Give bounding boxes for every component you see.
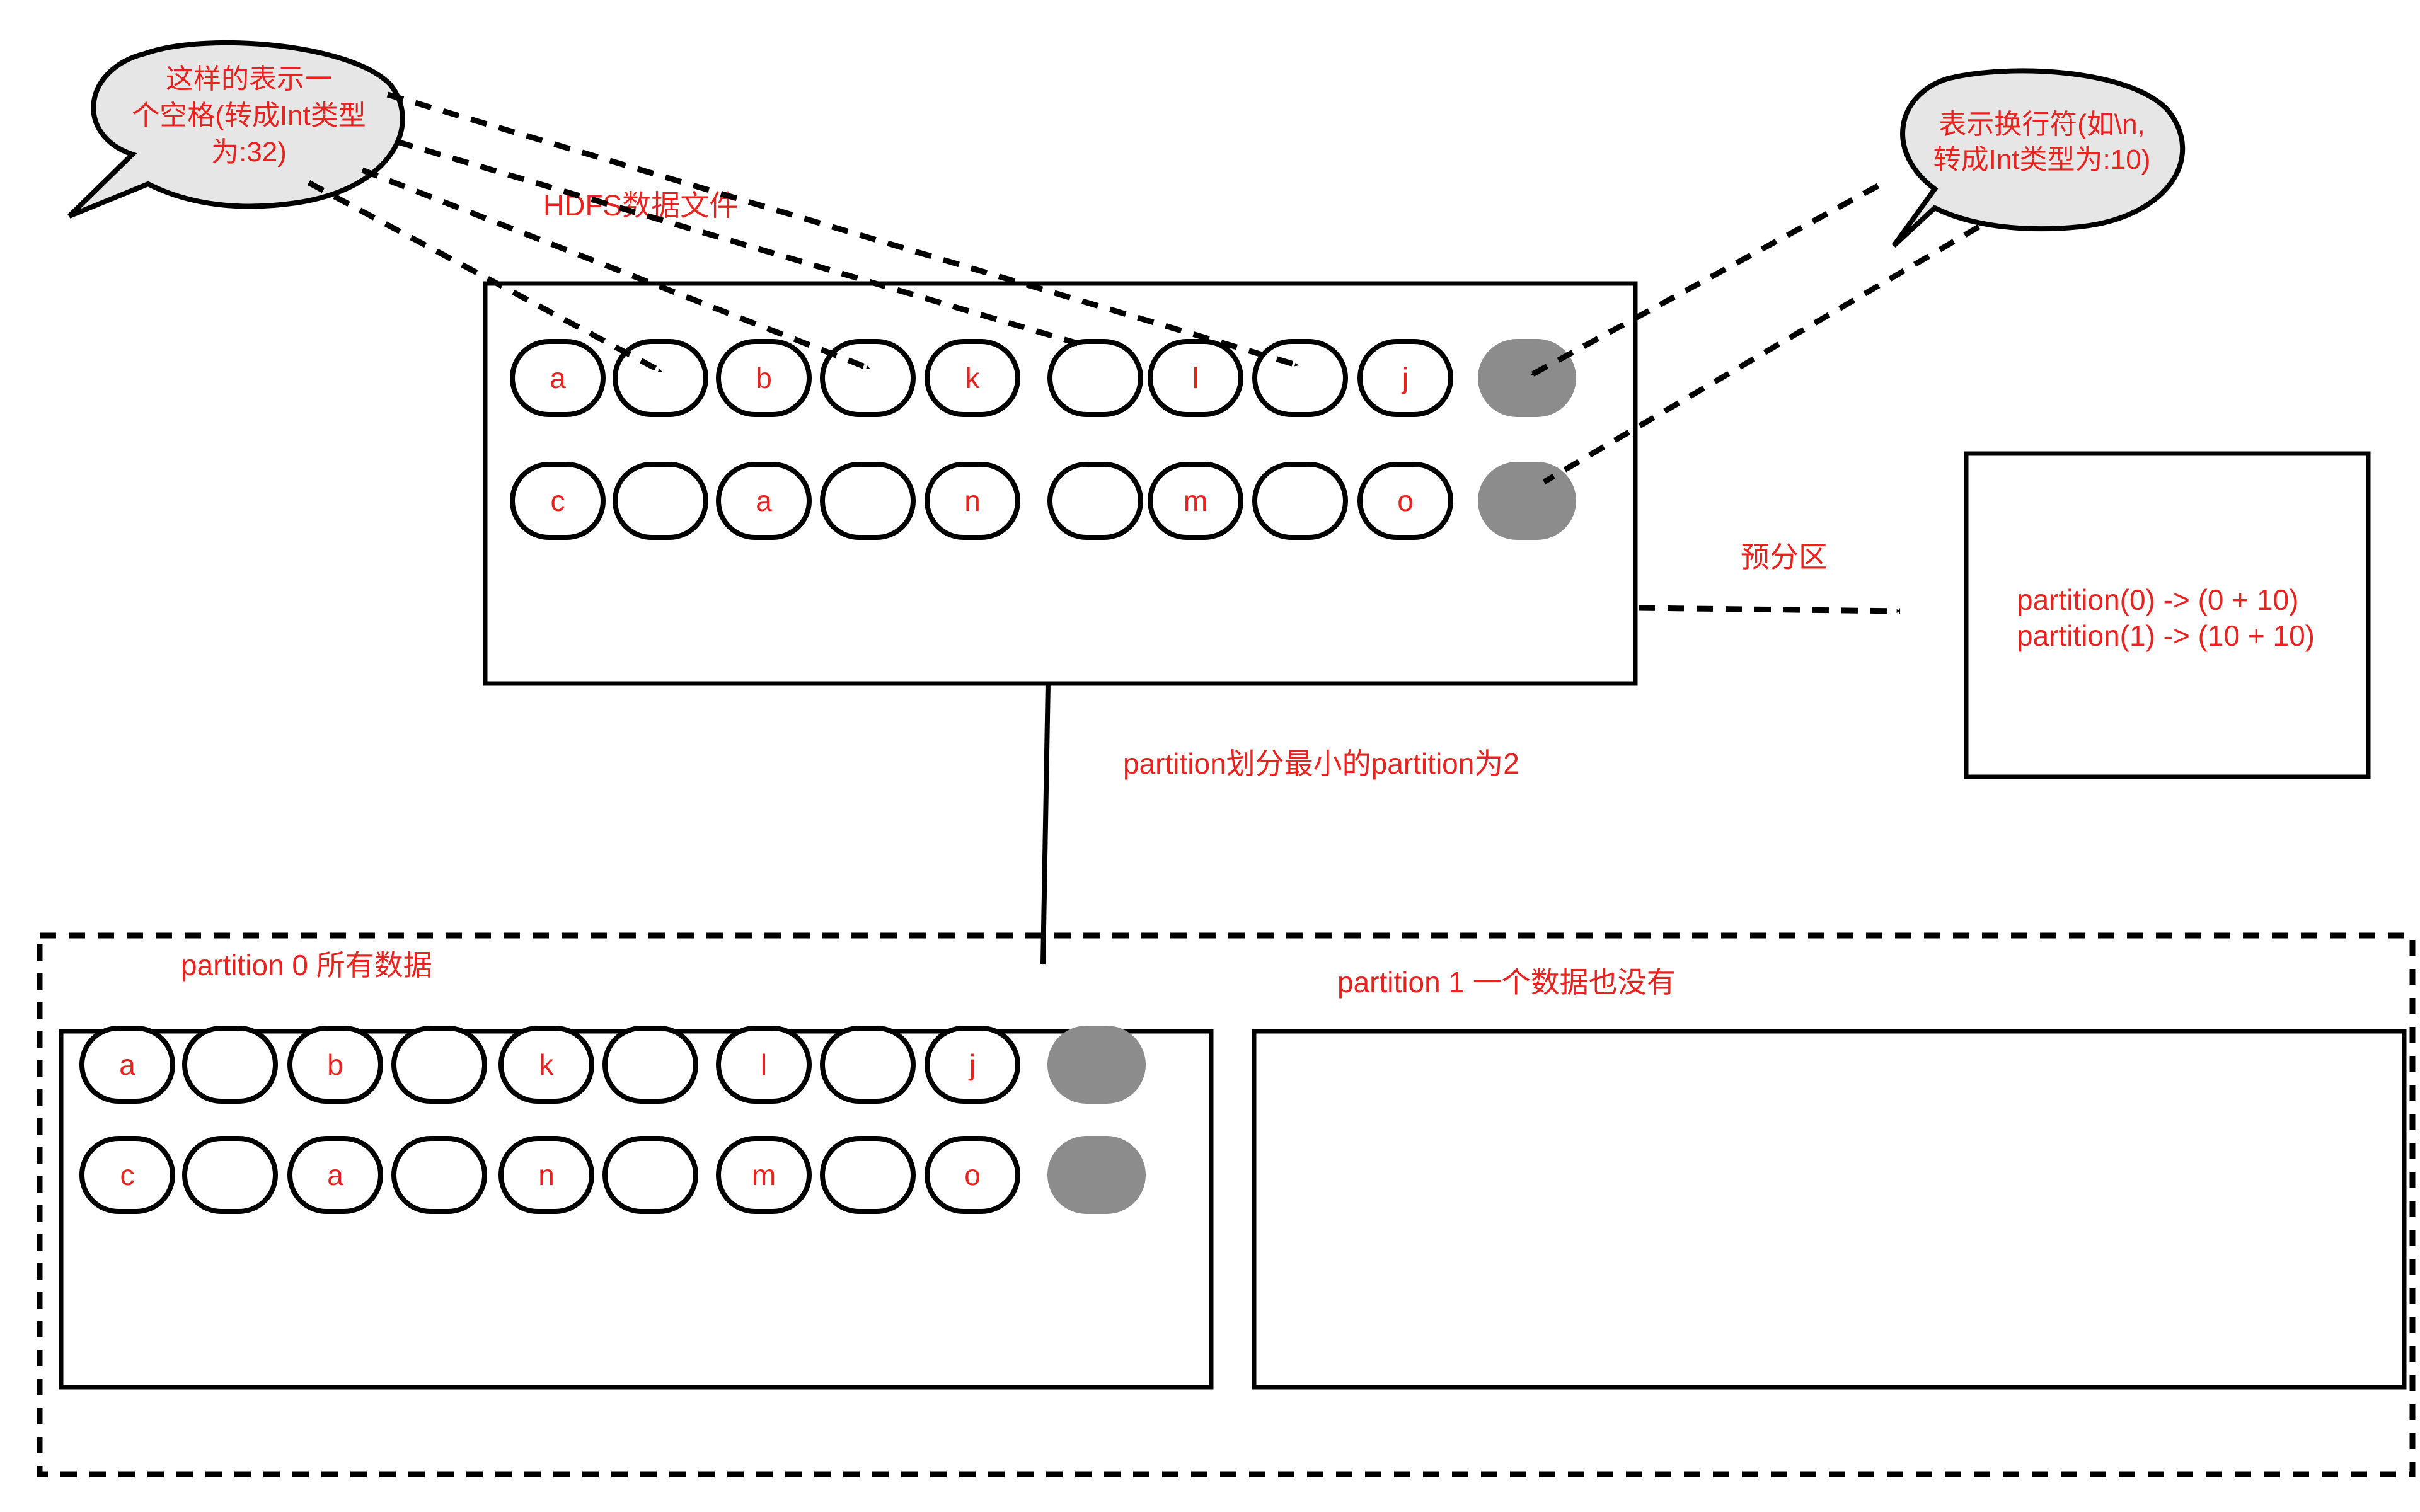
hdfs-char-cell: [510, 462, 606, 540]
partition-rule-label: partition划分最小的partition为2: [1123, 747, 1519, 780]
hdfs-newline-cell: [1478, 339, 1576, 417]
partition0-char-label: b: [327, 1048, 343, 1081]
space-arrow-2: [361, 167, 871, 372]
hdfs-space-cell: [613, 339, 708, 417]
partition0-char-label: j: [968, 1048, 976, 1081]
partition0-newline-cell: [1047, 1026, 1146, 1104]
partition0-space-cell: [820, 1136, 916, 1214]
partition0-char-cell: [79, 1136, 175, 1214]
hdfs-space-cell: [1252, 339, 1348, 417]
hdfs-file-box: [483, 281, 1638, 686]
hdfs-char-label: n: [964, 484, 981, 517]
space-callout-bubble: [67, 40, 405, 219]
hdfs-char-label: m: [1184, 484, 1207, 517]
space-arrow-4: [386, 91, 1299, 369]
partition-range-line-1: partition(1) -> (10 + 10): [2017, 619, 2315, 652]
hdfs-space-cell: [1047, 339, 1143, 417]
newline-callout-line-1: 转成Int类型为:10): [1933, 144, 2151, 175]
partition0-char-label: k: [539, 1048, 555, 1081]
hdfs-space-cell: [1252, 462, 1348, 540]
partition1-box: [1252, 1029, 2407, 1390]
newline-arrow-1: [1530, 183, 1880, 377]
hdfs-space-cell: [820, 462, 916, 540]
partition0-space-cell: [391, 1136, 487, 1214]
partition0-char-cell: [925, 1136, 1020, 1214]
hdfs-char-cell: [510, 339, 606, 417]
partition0-label: partition 0 所有数据: [181, 949, 432, 982]
partition0-char-label: c: [120, 1159, 135, 1191]
partition0-char-label: a: [327, 1159, 343, 1191]
partitions-container: [37, 932, 2416, 1477]
partition0-space-cell: [391, 1026, 487, 1104]
newline-callout-bubble: [1891, 68, 2186, 248]
partition0-char-cell: [498, 1136, 594, 1214]
hdfs-char-cell: [925, 339, 1020, 417]
partition0-space-cell: [602, 1026, 698, 1104]
partition0-char-cell: [716, 1026, 812, 1104]
partition-range-box: [1964, 451, 2371, 779]
partition0-char-label: l: [761, 1048, 767, 1081]
partition0-char-label: o: [964, 1159, 981, 1191]
space-arrow-3: [396, 139, 1079, 346]
hdfs-space-cell: [613, 462, 708, 540]
hdfs-space-cell: [820, 339, 916, 417]
space-callout-line-1: 个空格(转成Int类型: [132, 100, 366, 131]
hdfs-char-label: k: [965, 362, 981, 394]
partition0-space-cell: [602, 1136, 698, 1214]
hdfs-char-cell: [1148, 462, 1243, 540]
space-arrow-1: [307, 180, 664, 374]
hdfs-char-label: b: [756, 362, 772, 394]
hdfs-char-cell: [1357, 339, 1453, 417]
partition0-space-cell: [820, 1026, 916, 1104]
hdfs-char-label: c: [551, 484, 565, 517]
hdfs-newline-cell: [1478, 462, 1576, 540]
partition-range-line-0: partition(0) -> (0 + 10): [2017, 583, 2298, 616]
partition-down-arrow: [1040, 683, 1051, 965]
space-callout-line-0: 这样的表示一: [166, 64, 332, 94]
hdfs-cells: a b k l j c a n m o: [510, 339, 1576, 540]
hdfs-char-cell: [1357, 462, 1453, 540]
newline-callout-line-0: 表示换行符(如\n,: [1939, 109, 2145, 140]
partition0-space-cell: [182, 1026, 278, 1104]
partition0-char-cell: [498, 1026, 594, 1104]
hdfs-char-cell: [1148, 339, 1243, 417]
partition0-char-cell: [716, 1136, 812, 1214]
partition0-char-cell: [287, 1136, 383, 1214]
partition0-cells: a b k l j c a n m o: [79, 1026, 1146, 1214]
partition0-char-label: n: [538, 1159, 555, 1191]
pre-partition-label: 预分区: [1741, 541, 1828, 573]
newline-arrow-2: [1542, 224, 1981, 484]
hdfs-char-label: o: [1397, 484, 1414, 517]
hdfs-char-label: l: [1192, 362, 1199, 394]
partition1-label: partition 1 一个数据也没有: [1337, 966, 1676, 999]
hdfs-char-cell: [925, 462, 1020, 540]
hdfs-char-label: j: [1401, 362, 1409, 394]
partition0-char-label: a: [119, 1048, 135, 1081]
pre-partition-arrow: [1638, 605, 1901, 614]
hdfs-char-cell: [716, 462, 812, 540]
partition0-char-cell: [287, 1026, 383, 1104]
partition0-newline-cell: [1047, 1136, 1146, 1214]
hdfs-char-cell: [716, 339, 812, 417]
partition0-char-cell: [79, 1026, 175, 1104]
space-callout-line-2: 为:32): [211, 137, 287, 168]
hdfs-space-cell: [1047, 462, 1143, 540]
hdfs-char-label: a: [550, 362, 566, 394]
partition0-space-cell: [182, 1136, 278, 1214]
hdfs-char-label: a: [756, 484, 772, 517]
partition0-char-label: m: [752, 1159, 776, 1191]
partition0-char-cell: [925, 1026, 1020, 1104]
